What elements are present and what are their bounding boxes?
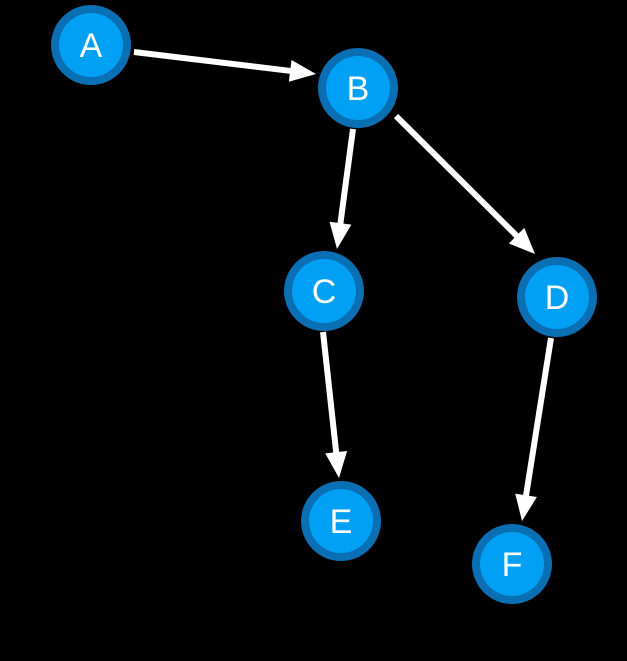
arrowhead-icon <box>288 59 316 82</box>
edge-line <box>320 331 340 458</box>
arrowhead-icon <box>508 227 535 254</box>
arrowhead-icon <box>325 450 348 478</box>
edge-line <box>393 113 522 242</box>
graph-node-c[interactable]: C <box>284 251 364 331</box>
graph-node-e[interactable]: E <box>301 481 381 561</box>
edge-line <box>522 337 554 501</box>
edges-layer <box>133 49 554 521</box>
node-fill <box>326 56 390 120</box>
node-fill <box>59 13 123 77</box>
edge-b-c <box>329 128 356 249</box>
edge-a-b <box>133 49 316 82</box>
node-label: C <box>312 273 337 311</box>
nodes-layer: A B C D E F <box>51 5 597 604</box>
node-label: B <box>347 70 370 108</box>
arrowhead-icon <box>329 221 352 249</box>
edge-d-f <box>515 337 554 521</box>
edge-line <box>336 128 356 229</box>
edge-b-d <box>393 113 535 254</box>
node-fill <box>525 265 589 329</box>
edge-c-e <box>320 331 348 478</box>
arrowhead-icon <box>515 493 537 521</box>
graph-node-b[interactable]: B <box>318 48 398 128</box>
graph-node-f[interactable]: F <box>472 524 552 604</box>
graph-node-a[interactable]: A <box>51 5 131 85</box>
graph-node-d[interactable]: D <box>517 257 597 337</box>
node-label: D <box>545 279 570 317</box>
node-fill <box>292 259 356 323</box>
node-label: F <box>502 546 523 584</box>
edge-line <box>133 49 296 75</box>
node-fill <box>309 489 373 553</box>
node-label: A <box>80 27 103 65</box>
node-label: E <box>330 503 353 541</box>
node-fill <box>480 532 544 596</box>
